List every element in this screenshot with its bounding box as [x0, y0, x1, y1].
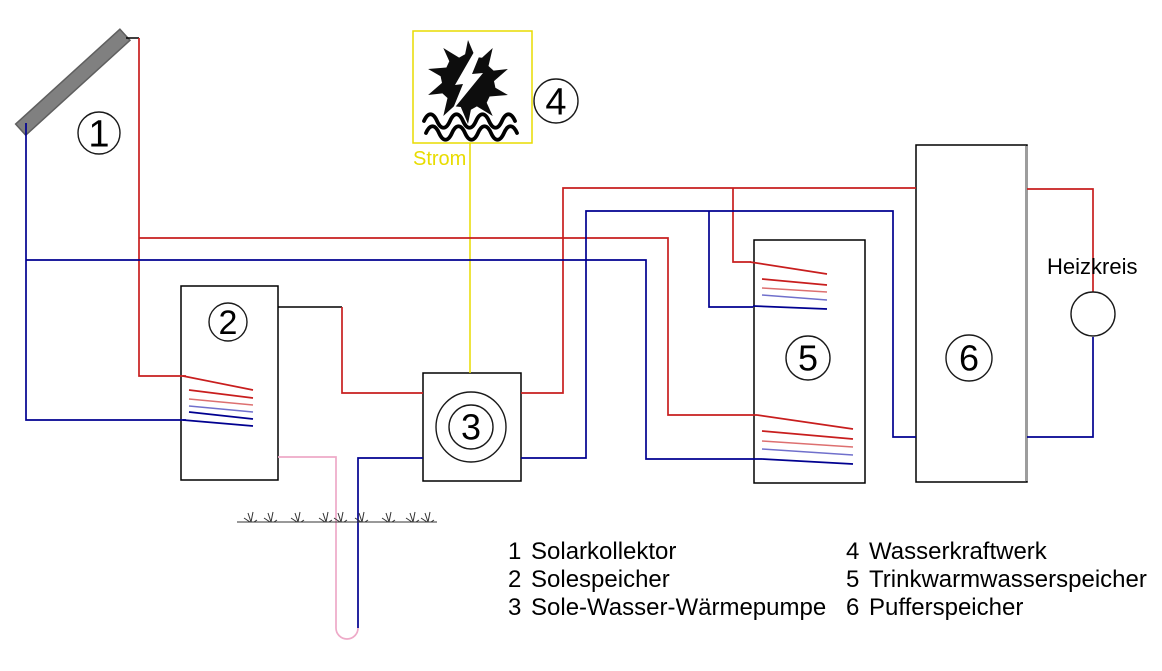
component-number: 2	[219, 304, 238, 342]
label-circle-5: 5	[785, 335, 831, 381]
borehole-brine-pipe	[278, 456, 359, 640]
legend-label: Trinkwarmwasserspeicher	[869, 566, 1147, 593]
component-number: 6	[959, 338, 979, 379]
legend-item-1: 1 Solarkollektor	[508, 538, 826, 566]
legend-label: Wasserkraftwerk	[869, 538, 1047, 565]
pipe-hot-heatpump-to-puffer	[521, 187, 916, 394]
solar-collector-panel	[14, 28, 132, 137]
pufferspeicher-box	[915, 144, 1028, 483]
component-number: 1	[88, 113, 109, 155]
wasserkraftwerk-icon	[422, 40, 519, 142]
legend-item-6: 6 Pufferspeicher	[846, 594, 1147, 622]
legend-label: Sole-Wasser-Wärmepumpe	[531, 594, 827, 621]
legend-item-3: 3 Sole-Wasser-Wärmepumpe	[508, 594, 826, 622]
dhw-lower-coil	[756, 414, 854, 465]
pipe-cold-heatpump-to-puffer-return	[521, 210, 916, 459]
legend-item-4: 4 Wasserkraftwerk	[846, 538, 1147, 566]
component-number: 3	[461, 407, 481, 448]
legend-label: Solarkollektor	[531, 538, 677, 565]
legend-number: 6	[846, 594, 860, 621]
legend-label: Solespeicher	[531, 566, 670, 593]
pipe-hot-collector-to-solespeicher	[138, 38, 186, 377]
label-circle-2: 2	[208, 302, 248, 342]
legend-item-5: 5 Trinkwarmwasserspeicher	[846, 566, 1147, 594]
legend-number: 2	[508, 566, 522, 593]
pipe-hot-branch-dhw-upper-coil	[732, 188, 751, 263]
legend-number: 3	[508, 594, 522, 621]
component-number: 4	[545, 81, 566, 123]
pipe-cold-collector-to-dhw-coil-return	[26, 259, 762, 460]
pipe-cold-branch-dhw-upper-coil	[708, 211, 753, 308]
dhw-upper-coil	[749, 261, 828, 310]
label-circle-1: 1	[77, 111, 121, 155]
pipe-hot-puffer-to-heizkreis	[1027, 188, 1094, 292]
legend-number: 4	[846, 538, 860, 565]
heizkreis-label: Heizkreis	[1047, 254, 1138, 279]
pipe-cold-borehole-to-heatpump	[357, 457, 423, 628]
pipe-cold-collector-return	[25, 123, 186, 421]
legend-number: 5	[846, 566, 860, 593]
pipe-hot-solespeicher-to-heatpump	[341, 307, 423, 394]
water-waves-icon	[422, 112, 517, 130]
label-circle-4: 4	[533, 78, 579, 124]
legend-left-column: 1 Solarkollektor 2 Solespeicher 3 Sole-Wass…	[508, 538, 826, 622]
solespeicher-coil	[182, 375, 254, 427]
legend-label: Pufferspeicher	[869, 594, 1024, 621]
lightning-bolt-icon	[452, 52, 483, 111]
waermepumpe-box	[422, 372, 522, 482]
heizkreis-circle	[1070, 291, 1116, 337]
legend-right-column: 4 Wasserkraftwerk 5 Trinkwarmwasserspeiche…	[846, 538, 1147, 622]
pipe-hot-collector-to-dhw-coil	[139, 237, 757, 416]
strom-label: Strom	[413, 148, 467, 170]
component-number: 5	[798, 338, 818, 379]
ground-surface	[237, 511, 437, 523]
label-circle-3: 3	[435, 391, 507, 463]
pipe-cold-heizkreis-return	[1027, 337, 1094, 438]
legend-number: 1	[508, 538, 522, 565]
water-waves-icon	[424, 124, 519, 142]
label-circle-6: 6	[945, 334, 993, 382]
legend-item-2: 2 Solespeicher	[508, 566, 826, 594]
